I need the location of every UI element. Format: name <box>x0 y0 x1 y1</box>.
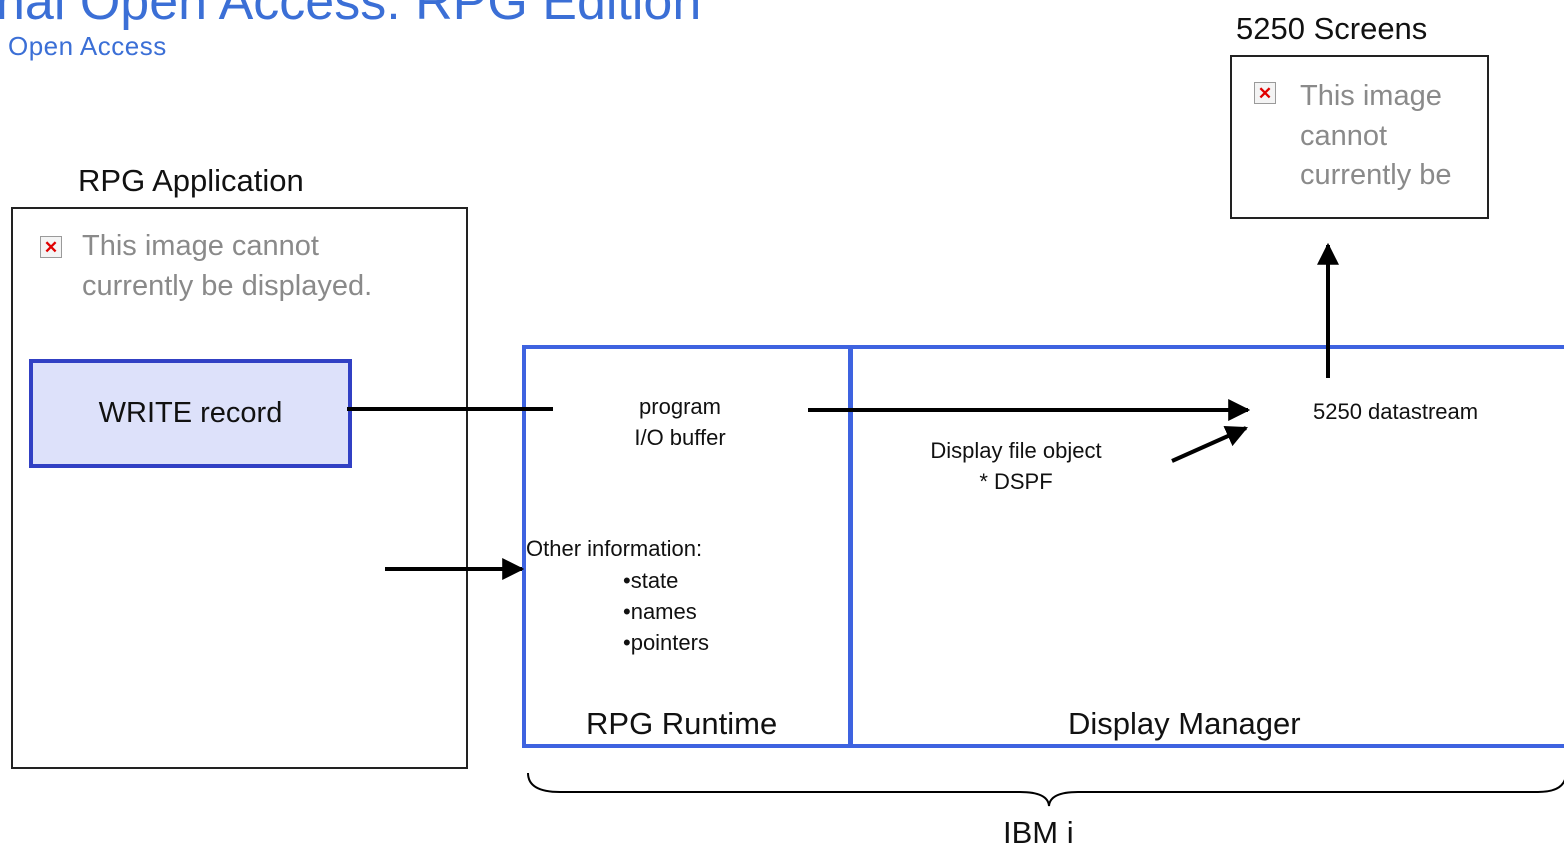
screens-image-placeholder: This image cannot currently be <box>1300 80 1452 192</box>
other-info-item-pointers: •pointers <box>623 630 709 655</box>
page-subtitle: Open Access <box>8 31 167 61</box>
io-buffer-label: program I/O buffer <box>610 391 750 453</box>
io-buffer-line1: program <box>639 394 721 419</box>
display-file-line2: * DSPF <box>979 468 1053 494</box>
rpg-application-label: RPG Application <box>78 163 304 198</box>
other-info-item-state: •state <box>623 568 679 593</box>
write-record-box: WRITE record <box>29 359 352 468</box>
ibm-i-container <box>522 345 1564 748</box>
other-info-item-names: •names <box>623 599 697 624</box>
rpg-application-image-placeholder: This image cannot currently be displayed… <box>82 230 373 302</box>
screens-box <box>1230 55 1489 219</box>
broken-image-icon: ✕ <box>1254 82 1276 104</box>
dspf-to-datastream-arrow <box>1171 426 1249 463</box>
ibm-i-brace <box>527 772 1564 807</box>
other-info-heading: Other information: <box>526 536 703 561</box>
ibm-i-label: IBM i <box>1003 815 1074 850</box>
datastream-label: 5250 datastream <box>1313 399 1479 424</box>
io-buffer-line2: I/O buffer <box>634 425 726 451</box>
broken-image-icon: ✕ <box>40 236 62 258</box>
other-info-list: •state •names •pointers <box>623 565 709 658</box>
write-record-label: WRITE record <box>98 397 283 429</box>
screens-label: 5250 Screens <box>1236 11 1428 46</box>
display-file-label: Display file object * DSPF <box>900 436 1132 498</box>
display-manager-label: Display Manager <box>1068 706 1301 741</box>
rpg-application-box <box>11 207 468 769</box>
display-file-line1: Display file object <box>930 438 1102 463</box>
rpg-runtime-label: RPG Runtime <box>586 706 778 741</box>
runtime-manager-divider <box>848 345 853 748</box>
page-title: nal Open Access: RPG Edition <box>0 0 702 31</box>
